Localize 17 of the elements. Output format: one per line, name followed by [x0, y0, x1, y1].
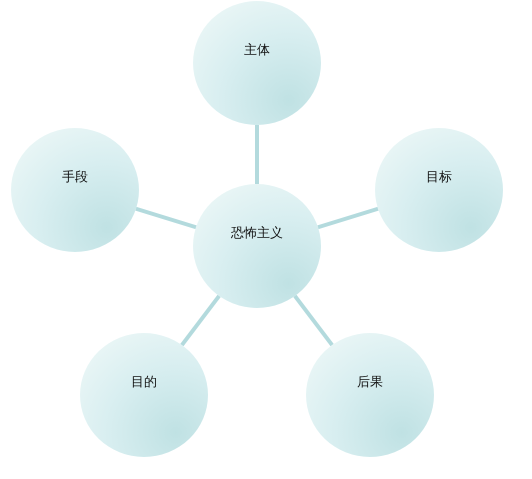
topic-circle: [193, 1, 321, 125]
connector-line: [135, 206, 197, 230]
topic-label: 恐怖主义: [230, 225, 284, 241]
topic-circle: [80, 333, 208, 457]
topic-circle: [306, 333, 434, 457]
connector-line: [255, 125, 259, 184]
topic-label: 主体: [243, 42, 271, 58]
topic-label: 手段: [61, 169, 89, 185]
topic-label: 目标: [425, 169, 453, 185]
topic-circle: [193, 184, 321, 308]
topic-label: 目的: [130, 374, 158, 390]
topic-circle: [375, 128, 503, 252]
connector-line: [180, 294, 221, 346]
connector-line: [293, 294, 334, 346]
topic-circle: [11, 128, 139, 252]
connector-line: [317, 206, 379, 230]
topic-label: 后果: [356, 374, 384, 390]
